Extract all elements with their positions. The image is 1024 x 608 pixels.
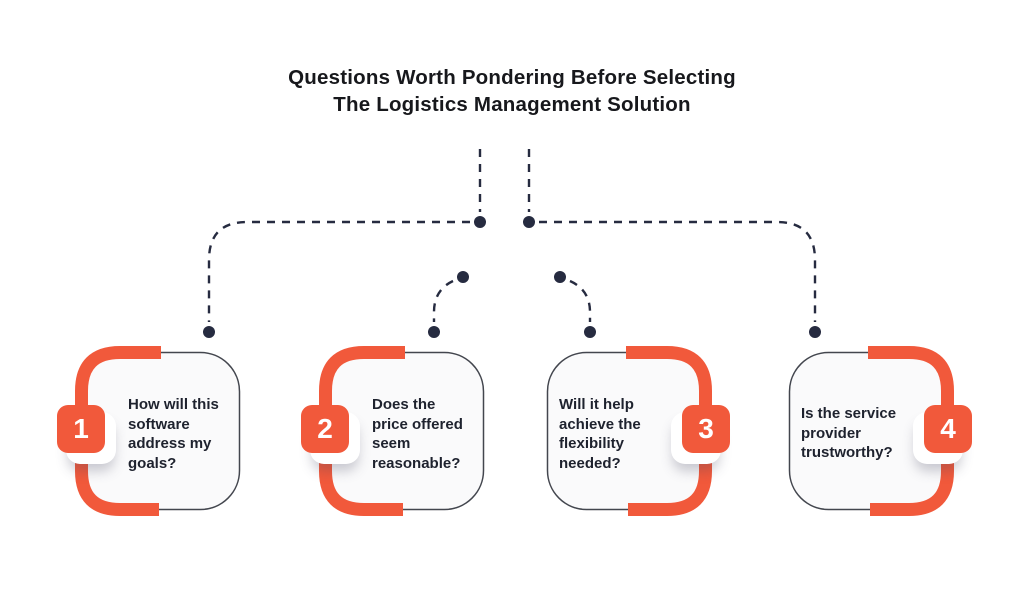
question-card-2: 2 Does the price offered seem reasonable… (301, 345, 491, 517)
connector-dot (809, 326, 821, 338)
question-text: Will it help achieve the flexibility nee… (559, 396, 641, 472)
badge-number: 2 (301, 405, 349, 453)
connector-branch-card3 (569, 279, 592, 322)
question-card-1: 1 How will this software address my goal… (57, 345, 247, 517)
page-title: Questions Worth Pondering Before Selecti… (0, 64, 1024, 118)
connector-branch-card2 (432, 279, 454, 322)
number-badge: 2 (301, 405, 361, 465)
number-badge: 4 (912, 405, 972, 465)
question-card-4: 4 Is the service provider trustworthy? (782, 345, 972, 517)
connector-dot (584, 326, 596, 338)
connector-dot (523, 216, 535, 228)
connector-dot (203, 326, 215, 338)
connector-dot (474, 216, 486, 228)
page-title-line1: Questions Worth Pondering Before Selecti… (288, 66, 736, 89)
connector-branch-card4 (539, 220, 817, 322)
question-card-3: 3 Will it help achieve the flexibility n… (540, 345, 730, 517)
number-badge: 3 (670, 405, 730, 465)
badge-number: 4 (924, 405, 972, 453)
question-text: How will this software address my goals? (128, 396, 219, 472)
question-text: Is the service provider trustworthy? (801, 405, 897, 462)
connector-dot (554, 271, 566, 283)
question-text: Does the price offered seem reasonable? (372, 396, 463, 472)
connector-dot (457, 271, 469, 283)
number-badge: 1 (57, 405, 117, 465)
badge-number: 1 (57, 405, 105, 453)
connector-dot (428, 326, 440, 338)
page-title-line2: The Logistics Management Solution (333, 93, 691, 116)
connector-branch-card1 (207, 220, 470, 322)
badge-number: 3 (682, 405, 730, 453)
